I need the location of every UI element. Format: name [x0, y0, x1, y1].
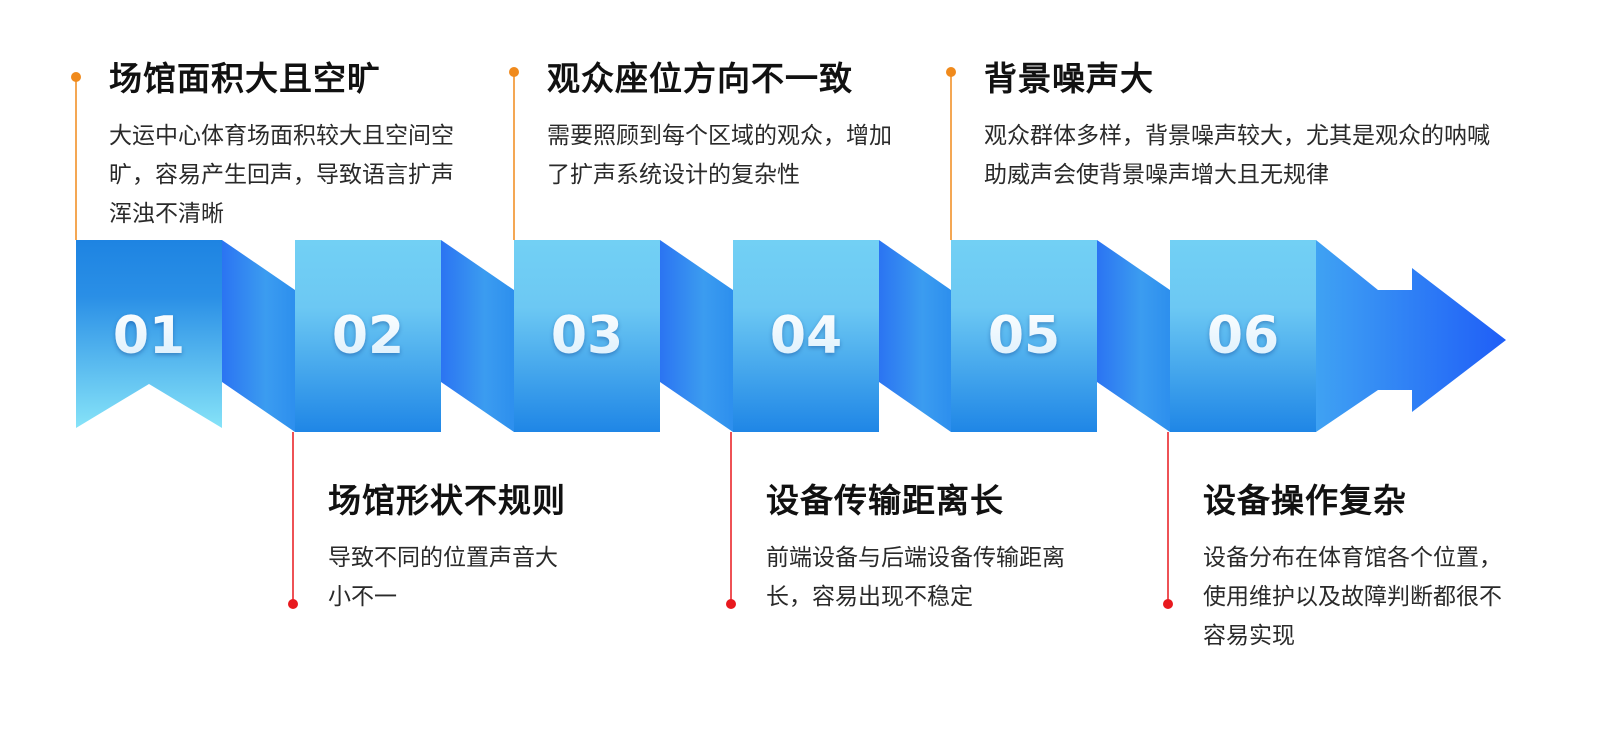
- step-description: 导致不同的位置声音大小不一: [328, 545, 558, 610]
- connector-dot: [288, 599, 298, 609]
- connector-dot: [946, 67, 956, 77]
- step-description: 设备分布在体育馆各个位置，使用维护以及故障判断都很不容易实现: [1203, 545, 1502, 649]
- step-title: 设备传输距离长: [766, 481, 1004, 520]
- step-description: 前端设备与后端设备传输距离长，容易出现不稳定: [766, 545, 1065, 610]
- step-number: 03: [551, 306, 623, 366]
- step-title: 背景噪声大: [984, 59, 1154, 98]
- step-number: 02: [332, 306, 404, 366]
- connector-dot: [71, 72, 81, 82]
- end-arrow: [1316, 240, 1506, 432]
- step-number: 04: [770, 306, 842, 366]
- ribbon-fold: [222, 240, 295, 432]
- step-description: 观众群体多样，背景噪声较大，尤其是观众的呐喊助威声会使背景噪声增大且无规律: [984, 123, 1490, 188]
- connector-dot: [509, 67, 519, 77]
- step-box-04: [733, 240, 879, 432]
- step-box-05: [951, 240, 1097, 432]
- step-box-02: [295, 240, 441, 432]
- step-box-01: [76, 240, 222, 428]
- ribbon-fold: [879, 240, 951, 432]
- ribbon-layer: [76, 240, 1506, 432]
- numbers-layer: 01 02 03 04 05 06: [113, 306, 1279, 366]
- step-description: 大运中心体育场面积较大且空间空旷，容易产生回声，导致语言扩声浑浊不清晰: [109, 123, 454, 227]
- connectors-layer: [71, 67, 1173, 609]
- step-box-03: [514, 240, 660, 432]
- step-title: 场馆形状不规则: [328, 481, 566, 520]
- step-number: 01: [113, 306, 185, 366]
- ribbon-fold: [1097, 240, 1170, 432]
- step-description: 需要照顾到每个区域的观众，增加了扩声系统设计的复杂性: [547, 123, 892, 188]
- step-title: 设备操作复杂: [1203, 481, 1407, 520]
- step-title: 观众座位方向不一致: [547, 59, 853, 98]
- ribbon-fold: [441, 240, 514, 432]
- step-number: 05: [988, 306, 1060, 366]
- connector-dot: [726, 599, 736, 609]
- connector-dot: [1163, 599, 1173, 609]
- step-title: 场馆面积大且空旷: [109, 59, 381, 98]
- ribbon-fold: [660, 240, 733, 432]
- step-number: 06: [1207, 306, 1279, 366]
- step-box-06: [1170, 240, 1316, 432]
